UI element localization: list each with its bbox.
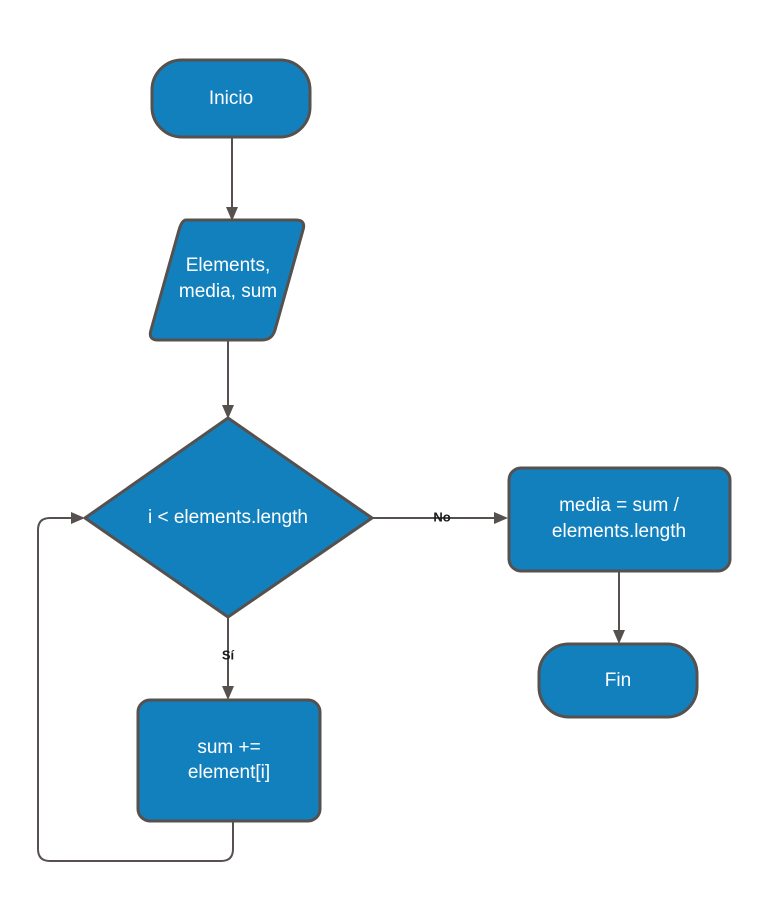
end-terminator-shape[interactable] bbox=[537, 642, 699, 719]
edge-label-no: No bbox=[433, 509, 450, 524]
edge-decision-no: No bbox=[372, 509, 508, 524]
process-sum-shape[interactable] bbox=[136, 698, 322, 823]
end-terminator-label: Fin bbox=[605, 670, 631, 691]
decision-diamond-shape[interactable] bbox=[83, 416, 374, 619]
edge-start-to-io bbox=[226, 137, 238, 221]
edge-loop-back-arrow bbox=[71, 512, 85, 524]
node-compute-media[interactable]: media = sum / elements.length bbox=[507, 466, 732, 573]
edge-decision-si: Sí bbox=[222, 617, 235, 700]
io-parallelogram-shape[interactable] bbox=[148, 218, 306, 342]
node-end[interactable]: Fin bbox=[537, 642, 699, 719]
start-terminator-shape[interactable] bbox=[150, 58, 312, 139]
node-loop-condition[interactable]: i < elements.length bbox=[83, 416, 374, 619]
edge-decision-no-arrow bbox=[494, 512, 508, 524]
decision-diamond-label: i < elements.length bbox=[148, 507, 308, 528]
process-media-label-line1: media = sum / bbox=[559, 495, 680, 516]
node-start[interactable]: Inicio bbox=[150, 58, 312, 139]
edge-loop-back-line bbox=[37, 517, 234, 862]
node-accumulate[interactable]: sum += element[i] bbox=[136, 698, 322, 823]
edge-media-to-end bbox=[613, 571, 625, 644]
process-media-shape[interactable] bbox=[507, 466, 732, 573]
edge-loop-back bbox=[37, 512, 234, 862]
process-media-label-line2: elements.length bbox=[552, 521, 686, 542]
edge-label-si: Sí bbox=[222, 647, 235, 662]
edge-start-to-io-arrow bbox=[226, 207, 238, 221]
io-parallelogram-label-line1: Elements, bbox=[186, 255, 270, 276]
process-sum-label-line1: sum += bbox=[197, 737, 260, 758]
edge-io-to-decision bbox=[222, 341, 234, 419]
edge-decision-si-arrow bbox=[222, 686, 234, 700]
edge-media-to-end-arrow bbox=[613, 630, 625, 644]
process-sum-label-line2: element[i] bbox=[188, 762, 270, 783]
edge-io-to-decision-arrow bbox=[222, 405, 234, 419]
start-terminator-label: Inicio bbox=[209, 88, 253, 109]
node-io-declare[interactable]: Elements, media, sum bbox=[148, 218, 306, 342]
io-parallelogram-label-line2: media, sum bbox=[179, 281, 277, 302]
